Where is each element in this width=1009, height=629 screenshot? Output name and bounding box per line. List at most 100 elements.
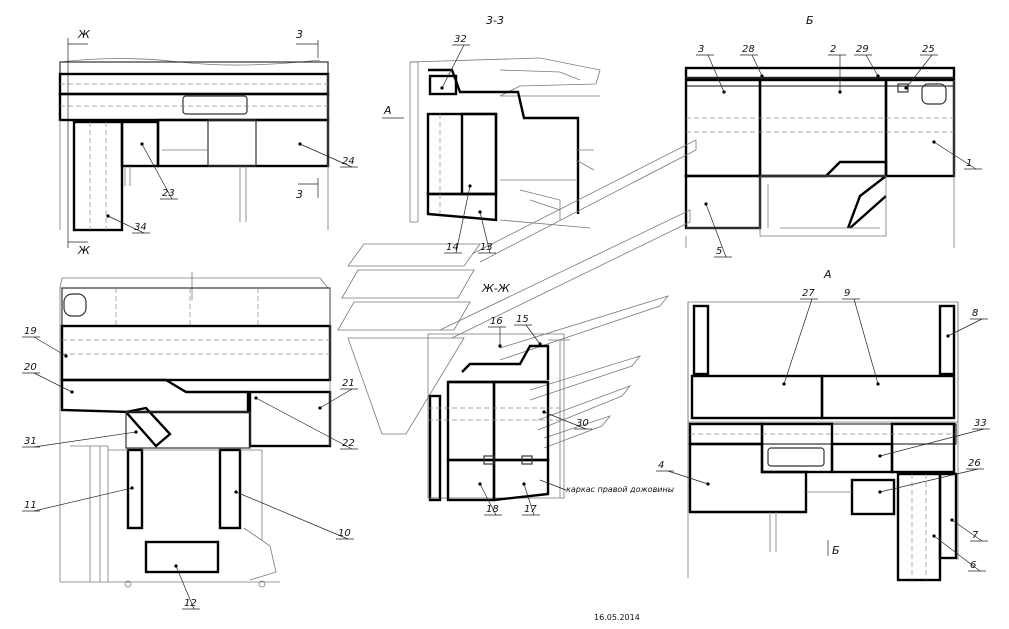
leader-dot-28 — [760, 74, 764, 78]
view-a-title: А — [823, 268, 832, 281]
leader-dot-30 — [542, 410, 546, 414]
view-top-left: Ж Ж 3 3 — [58, 28, 330, 257]
frame-note: каркас правой дожовины — [566, 485, 674, 494]
leader-line-25 — [905, 54, 933, 89]
leader-dot-5 — [704, 202, 708, 206]
part-number-26: 26 — [968, 458, 981, 469]
leader-dot-4 — [706, 482, 710, 486]
leader-dot-21 — [318, 406, 322, 410]
leader-line-21 — [319, 388, 353, 409]
part-number-28: 28 — [742, 44, 755, 55]
part-number-21: 21 — [342, 378, 355, 389]
leader-dot-20 — [70, 390, 74, 394]
part-number-33: 33 — [974, 418, 987, 429]
leader-dot-32 — [440, 86, 444, 90]
part-number-3: 3 — [698, 44, 704, 55]
leader-dot-2 — [838, 90, 842, 94]
leader-line-18 — [479, 483, 497, 516]
drawing-date: 16.05.2014 — [594, 613, 640, 622]
leader-line-28 — [751, 54, 763, 77]
leader-dot-6 — [932, 534, 936, 538]
section-zh-zh: Ж-Ж — [337, 139, 697, 502]
part-number-2: 2 — [830, 44, 836, 55]
part-number-8: 8 — [972, 308, 978, 319]
part-number-1: 1 — [966, 158, 972, 169]
leader-dot-13 — [478, 210, 482, 214]
leader-line-24 — [299, 143, 353, 168]
leader-dot-31 — [134, 430, 138, 434]
leader-line-11 — [33, 487, 133, 512]
leader-dot-9 — [876, 382, 880, 386]
leader-line-33 — [879, 428, 985, 457]
section-3-3-title: 3-3 — [486, 14, 504, 27]
part-number-29: 29 — [856, 44, 869, 55]
leader-dot-7 — [950, 518, 954, 522]
leader-line-9 — [853, 298, 879, 385]
part-number-25: 25 — [922, 44, 935, 55]
part-number-14: 14 — [446, 242, 459, 253]
leader-dot-14 — [468, 184, 472, 188]
cut-label-3-top: 3 — [296, 28, 303, 41]
part-number-17: 17 — [524, 504, 537, 515]
part-number-32: 32 — [454, 34, 467, 45]
leader-line-17 — [523, 483, 535, 516]
view-b-title: Б — [806, 14, 814, 27]
leader-dot-8 — [946, 334, 950, 338]
part-number-9: 9 — [844, 288, 850, 299]
leader-line-26 — [879, 468, 979, 493]
part-number-10: 10 — [338, 528, 351, 539]
leader-line-31 — [33, 431, 137, 448]
part-number-5: 5 — [716, 246, 722, 257]
part-number-20: 20 — [24, 362, 37, 373]
part-number-6: 6 — [970, 560, 976, 571]
leader-line-13 — [479, 211, 491, 254]
leader-dot-29 — [876, 74, 880, 78]
leader-line-4 — [667, 470, 709, 485]
leader-dot-23 — [140, 142, 144, 146]
leader-line-19 — [33, 336, 67, 357]
leader-line-30 — [543, 411, 587, 430]
part-number-16: 16 — [490, 316, 503, 327]
leader-dot-15 — [538, 342, 542, 346]
part-number-30: 30 — [576, 418, 589, 429]
leader-dot-11 — [130, 486, 134, 490]
leader-dot-24 — [298, 142, 302, 146]
leader-line-34 — [107, 215, 145, 234]
leader-line-32 — [441, 44, 465, 89]
leader-line-6 — [933, 535, 981, 572]
part-number-24: 24 — [342, 156, 355, 167]
view-a: А Б — [687, 268, 959, 582]
leader-dot-19 — [64, 354, 68, 358]
part-number-31: 31 — [24, 436, 37, 447]
part-number-34: 34 — [134, 222, 147, 233]
leader-dot-27 — [782, 382, 786, 386]
leader-dot-16 — [498, 344, 502, 348]
leader-line-15 — [525, 324, 541, 345]
arrow-a-label: A — [383, 104, 392, 117]
view-b: Б — [684, 14, 956, 248]
leader-line-23 — [141, 143, 173, 200]
leader-line-29 — [865, 54, 879, 77]
leader-dot-12 — [174, 564, 178, 568]
leader-dot-10 — [234, 490, 238, 494]
leader-line-5 — [705, 203, 727, 258]
part-number-19: 19 — [24, 326, 37, 337]
leader-line-3 — [707, 54, 725, 93]
part-number-27: 27 — [802, 288, 815, 299]
leader-line-20 — [33, 372, 73, 393]
cut-label-zh-bottom: Ж — [77, 244, 91, 257]
leader-dot-17 — [522, 482, 526, 486]
leader-line-1 — [933, 141, 977, 170]
leader-line-22 — [255, 397, 353, 450]
section-zh-zh-title: Ж-Ж — [481, 282, 511, 295]
leader-line-10 — [235, 491, 349, 540]
leader-line-27 — [783, 298, 813, 385]
arrow-b-label: Б — [832, 544, 840, 557]
part-number-22: 22 — [342, 438, 355, 449]
section-3-3: 3-3 A — [382, 14, 601, 229]
cut-label-3-bottom: 3 — [296, 188, 303, 201]
leader-dot-26 — [878, 490, 882, 494]
part-callouts: 1234567891011121314151617181920212223242… — [22, 34, 990, 610]
view-bottom-left — [59, 272, 332, 588]
